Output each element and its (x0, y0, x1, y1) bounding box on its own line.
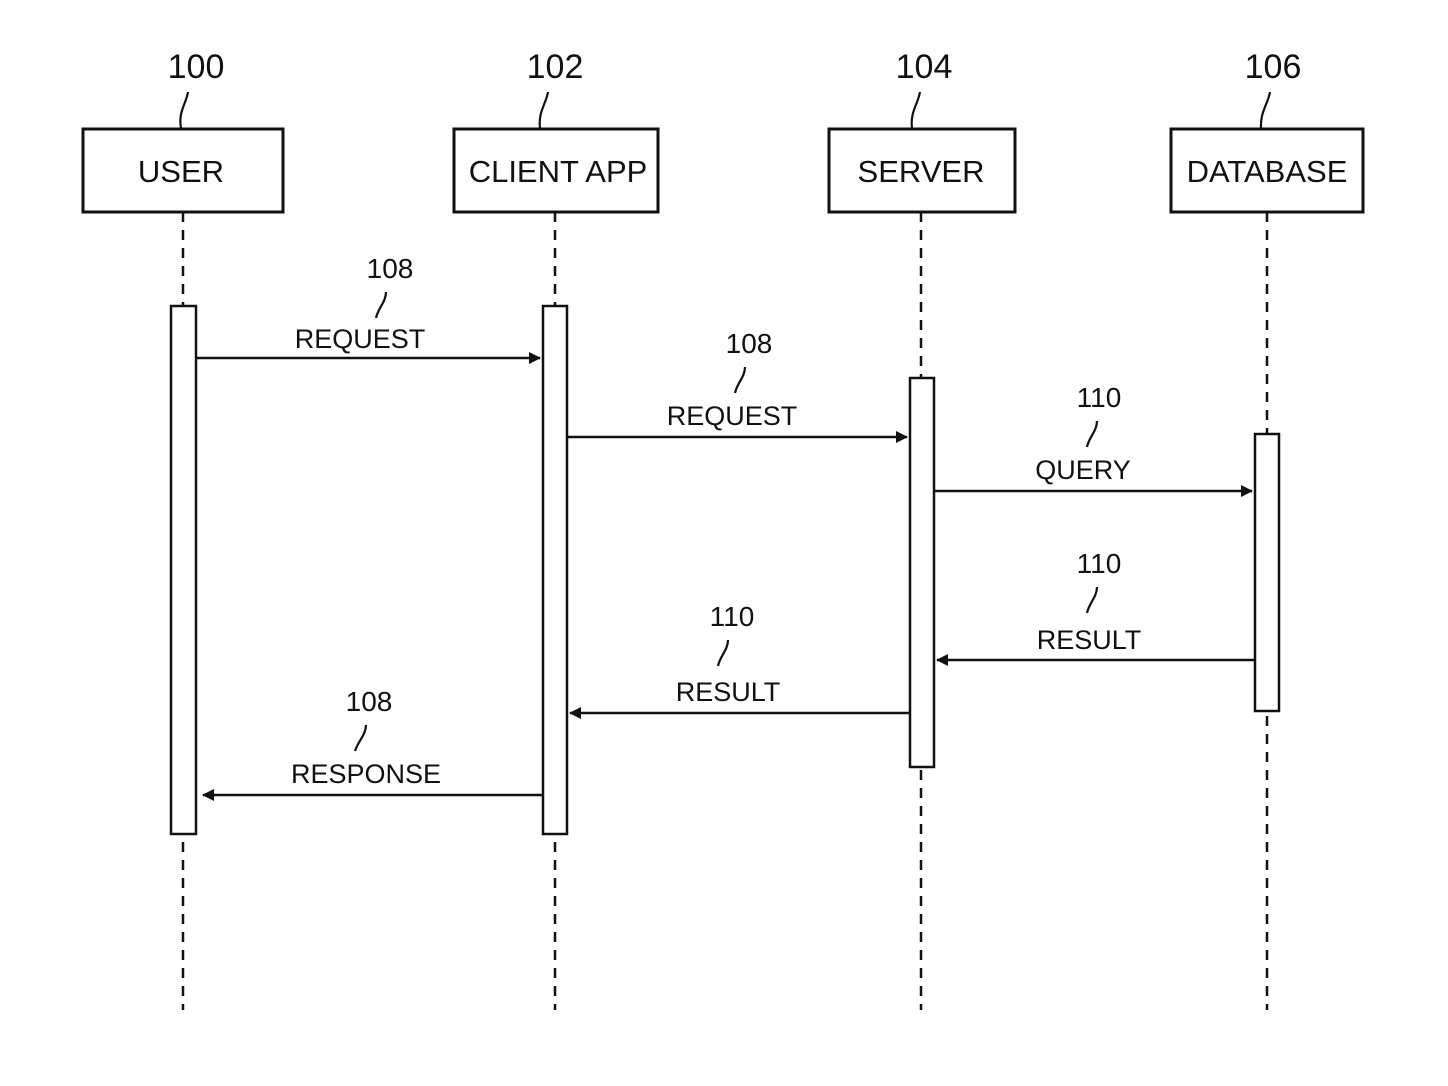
message-label: QUERY (1035, 455, 1131, 485)
participant-ref: 106 (1245, 48, 1302, 86)
ref-leader (540, 92, 548, 128)
message-request-2: 108 REQUEST (567, 328, 907, 437)
message-ref-leader (1087, 587, 1097, 613)
message-result-1: 110 RESULT (937, 548, 1255, 660)
participant-label: CLIENT APP (469, 154, 648, 189)
participant-ref: 104 (896, 48, 953, 86)
message-label: RESULT (1037, 625, 1142, 655)
participant-label: SERVER (858, 154, 985, 189)
message-ref-leader (735, 367, 745, 393)
message-response: 108 RESPONSE (203, 686, 543, 795)
participant-client-app: 102 CLIENT APP (454, 48, 658, 212)
message-ref: 110 (710, 601, 755, 632)
message-ref-leader (718, 640, 728, 666)
participant-ref: 102 (527, 48, 584, 86)
activation-bar-server (910, 378, 934, 767)
participant-label: USER (138, 154, 224, 189)
ref-leader (1261, 92, 1270, 128)
message-label: REQUEST (667, 401, 798, 431)
message-query: 110 QUERY (934, 382, 1252, 491)
participant-database: 106 DATABASE (1171, 48, 1363, 212)
message-request-1: 108 REQUEST (196, 253, 540, 358)
ref-leader (180, 92, 188, 128)
message-result-2: 110 RESULT (570, 601, 910, 713)
message-ref-leader (376, 292, 386, 318)
participant-user: 100 USER (83, 48, 283, 212)
message-ref: 108 (346, 686, 393, 717)
activation-bar-client-app (543, 306, 567, 834)
message-ref: 108 (367, 253, 414, 284)
participant-server: 104 SERVER (829, 48, 1015, 212)
ref-leader (912, 92, 920, 128)
message-ref: 108 (726, 328, 773, 359)
message-ref: 110 (1077, 382, 1122, 413)
activation-bar-user (171, 306, 196, 834)
participant-ref: 100 (168, 48, 225, 86)
message-label: RESULT (676, 677, 781, 707)
message-ref-leader (355, 725, 366, 751)
message-ref: 110 (1077, 548, 1122, 579)
participant-label: DATABASE (1187, 154, 1348, 189)
message-label: REQUEST (295, 324, 426, 354)
activation-bar-database (1255, 434, 1279, 711)
message-label: RESPONSE (291, 759, 441, 789)
message-ref-leader (1087, 421, 1097, 447)
